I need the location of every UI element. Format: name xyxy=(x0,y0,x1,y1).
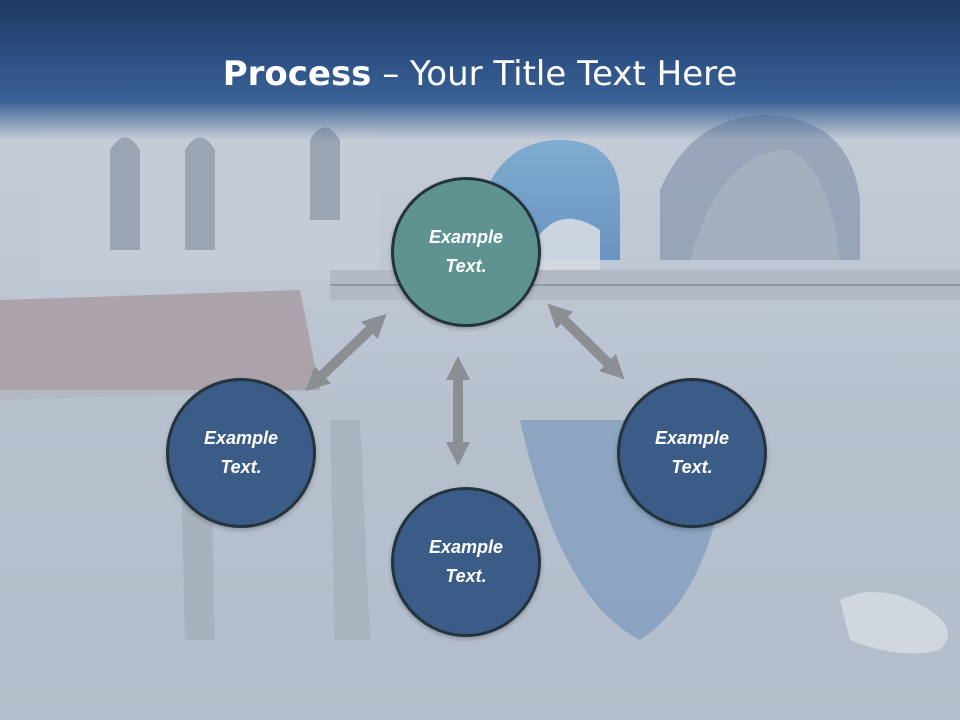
node-left-line1: Example xyxy=(203,428,279,448)
process-node-right[interactable]: Example Text. xyxy=(617,378,767,528)
title-bold: Process xyxy=(222,54,372,94)
node-top-line1: Example xyxy=(428,227,504,247)
node-bottom-line1: Example xyxy=(428,537,504,557)
process-node-left[interactable]: Example Text. xyxy=(166,378,316,528)
node-left-line2: Text. xyxy=(220,457,262,477)
process-node-top[interactable]: Example Text. xyxy=(391,177,541,327)
title-rest: – Your Title Text Here xyxy=(371,54,738,94)
title-bar xyxy=(0,0,960,140)
node-right-line2: Text. xyxy=(671,457,713,477)
arrow-top-right xyxy=(547,303,625,380)
node-top-line2: Text. xyxy=(445,256,487,276)
slide-title[interactable]: Process – Your Title Text Here xyxy=(0,52,960,96)
node-bottom-line2: Text. xyxy=(445,566,487,586)
arrow-top-left xyxy=(305,313,387,392)
node-right-line1: Example xyxy=(654,428,730,448)
process-node-bottom[interactable]: Example Text. xyxy=(391,487,541,637)
